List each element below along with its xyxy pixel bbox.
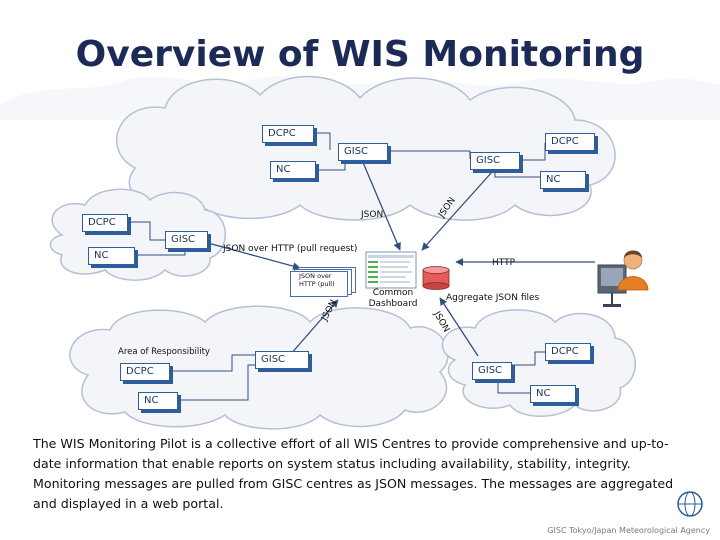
node-top-nc-left[interactable]: NC — [270, 161, 316, 179]
label-json-top: JSON — [361, 210, 384, 220]
json-doc-stack: JSON over HTTP (pull) — [290, 267, 356, 297]
wmo-emblem-icon — [677, 491, 703, 517]
node-aor-dcpc[interactable]: DCPC — [120, 363, 170, 381]
footer-credit: GISC Tokyo/Japan Meteorological Agency — [547, 526, 710, 535]
node-aor-nc[interactable]: NC — [138, 392, 178, 410]
json-flow-arrows — [207, 159, 595, 357]
node-right-dcpc[interactable]: DCPC — [545, 343, 591, 361]
node-top-gisc-center[interactable]: GISC — [338, 143, 388, 161]
node-top-gisc-right[interactable]: GISC — [470, 152, 520, 170]
top-cloud-links — [314, 132, 546, 178]
label-aggregate-json: Aggregate JSON files — [446, 293, 540, 303]
slide-title: Overview of WIS Monitoring — [75, 34, 645, 75]
node-left-gisc[interactable]: GISC — [165, 231, 208, 249]
node-top-dcpc-right[interactable]: DCPC — [545, 133, 595, 151]
node-left-dcpc[interactable]: DCPC — [82, 214, 128, 232]
node-top-dcpc-left[interactable]: DCPC — [262, 125, 314, 143]
node-right-nc[interactable]: NC — [530, 385, 576, 403]
node-center-gisc[interactable]: GISC — [255, 351, 309, 369]
node-left-nc[interactable]: NC — [88, 247, 135, 265]
aor-links — [170, 354, 255, 401]
user-computer-icon — [597, 250, 649, 307]
label-area-of-responsibility: Area of Responsibility — [118, 347, 210, 357]
node-right-gisc[interactable]: GISC — [472, 362, 512, 380]
right-cloud-links — [497, 351, 545, 394]
right-cloud — [441, 309, 636, 417]
node-top-nc-right[interactable]: NC — [540, 171, 586, 189]
label-common-dashboard: Common Dashboard — [368, 288, 418, 309]
database-icon — [422, 266, 450, 290]
json-doc-label: JSON over HTTP (pull) — [299, 272, 335, 288]
json-doc-front — [290, 271, 348, 297]
caption-text: The WIS Monitoring Pilot is a collective… — [33, 436, 674, 511]
label-json-over-http: JSON over HTTP (pull request) — [223, 244, 358, 254]
dashboard-screen-icon — [365, 251, 417, 289]
label-http: HTTP — [492, 258, 516, 268]
